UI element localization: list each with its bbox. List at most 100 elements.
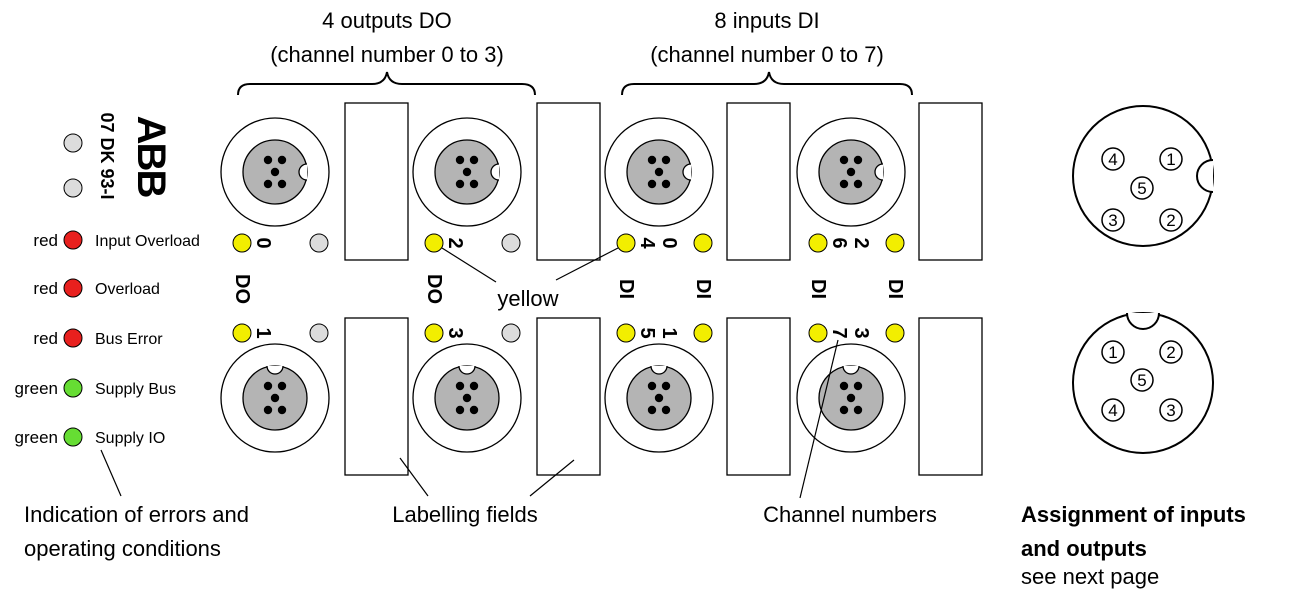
connector-do-0-1 (220, 117, 330, 227)
led-color-word: green (15, 379, 58, 398)
status-led-row: red Bus Error (33, 328, 163, 348)
pin-number: 1 (1108, 343, 1117, 362)
labelling-field (536, 317, 601, 476)
connector-do-3 (412, 343, 522, 453)
assignment-title: and outputs (1021, 536, 1147, 561)
yellow-callout-line (555, 247, 619, 281)
model-name: 07 DK 93-I (97, 112, 117, 199)
spare-channel-led (501, 323, 521, 343)
errors-callout: Indication of errors and (24, 502, 249, 527)
di-tag: DI (807, 279, 829, 299)
channel-led-di-1 (693, 323, 713, 343)
labelling-field (726, 102, 791, 261)
yellow-callout-line (441, 247, 497, 283)
channel-number: 0 (252, 237, 274, 248)
channel-number: 5 (636, 327, 658, 338)
channel-number: 0 (658, 237, 680, 248)
supply-io-led (63, 427, 83, 447)
pin-assignment-socket-top: 4 1 5 3 2 (1072, 105, 1214, 247)
inputs-brace (621, 71, 913, 96)
channel-led-di-2 (885, 233, 905, 253)
pin-number: 2 (1166, 211, 1175, 230)
labelling-field (918, 102, 983, 261)
labelling-field (536, 102, 601, 261)
channel-led-do-2 (424, 233, 444, 253)
di-tag: DI (692, 279, 714, 299)
labelling-callout-line (529, 459, 575, 497)
outputs-brace (237, 71, 536, 96)
yellow-callout: yellow (497, 286, 558, 311)
outputs-header-title: 4 outputs DO (322, 8, 452, 33)
spare-led (63, 178, 83, 198)
channel-number: 2 (850, 237, 872, 248)
labelling-callout: Labelling fields (392, 502, 538, 527)
overload-led (63, 278, 83, 298)
supply-bus-led (63, 378, 83, 398)
spare-channel-led (501, 233, 521, 253)
spare-channel-led (309, 233, 329, 253)
led-label: Input Overload (95, 233, 200, 250)
pin-number: 5 (1137, 179, 1146, 198)
channel-led-di-5 (616, 323, 636, 343)
inputs-header-subtitle: (channel number 0 to 7) (650, 42, 884, 67)
pin-assignment-plug-bottom: 1 2 5 4 3 (1072, 312, 1214, 454)
labelling-field (918, 317, 983, 476)
errors-callout: operating conditions (24, 536, 221, 561)
inputs-header-title: 8 inputs DI (714, 8, 819, 33)
channel-led-do-3 (424, 323, 444, 343)
labelling-field (344, 317, 409, 476)
errors-callout-line (100, 449, 122, 497)
led-color-word: red (33, 329, 58, 348)
led-label: Supply IO (95, 430, 165, 447)
led-label: Overload (95, 281, 160, 298)
input-overload-led (63, 230, 83, 250)
di-tag: DI (615, 279, 637, 299)
pin-number: 1 (1166, 150, 1175, 169)
pin-number: 4 (1108, 401, 1117, 420)
channel-number: 1 (658, 327, 680, 338)
channel-led-di-7 (808, 323, 828, 343)
pin-number: 5 (1137, 371, 1146, 390)
labelling-field (726, 317, 791, 476)
channel-number: 1 (252, 327, 274, 338)
channel-number: 6 (828, 237, 850, 248)
bus-error-led (63, 328, 83, 348)
channel-led-di-3 (885, 323, 905, 343)
status-led-row: red Input Overload (33, 230, 200, 250)
connector-do-1 (220, 343, 330, 453)
channel-number: 3 (850, 327, 872, 338)
do-tag: DO (231, 274, 253, 304)
led-color-word: red (33, 279, 58, 298)
pin-number: 4 (1108, 150, 1117, 169)
connector-di-1-5 (604, 343, 714, 453)
channel-led-di-4 (616, 233, 636, 253)
pin-number: 3 (1108, 211, 1117, 230)
connector-di-2-6 (796, 117, 906, 227)
outputs-header-subtitle: (channel number 0 to 3) (270, 42, 504, 67)
channel-led-di-6 (808, 233, 828, 253)
pin-number: 3 (1166, 401, 1175, 420)
labelling-field (344, 102, 409, 261)
led-color-word: red (33, 231, 58, 250)
connector-di-3-7 (796, 343, 906, 453)
di-tag: DI (884, 279, 906, 299)
assignment-note: see next page (1021, 564, 1159, 589)
pin-number: 2 (1166, 343, 1175, 362)
channel-number: 4 (636, 237, 658, 249)
channel-led-do-0 (232, 233, 252, 253)
status-led-row: green Supply IO (15, 427, 165, 447)
channel-numbers-callout: Channel numbers (763, 502, 937, 527)
channel-number: 3 (444, 327, 466, 338)
connector-di-0-4 (604, 117, 714, 227)
do-tag: DO (423, 274, 445, 304)
spare-led (63, 133, 83, 153)
led-label: Bus Error (95, 331, 163, 348)
spare-channel-led (309, 323, 329, 343)
status-led-row: red Overload (33, 278, 160, 298)
channel-led-do-1 (232, 323, 252, 343)
channel-number: 7 (828, 327, 850, 338)
labelling-callout-line (399, 457, 429, 497)
channel-led-di-0 (693, 233, 713, 253)
channel-number: 2 (444, 237, 466, 248)
